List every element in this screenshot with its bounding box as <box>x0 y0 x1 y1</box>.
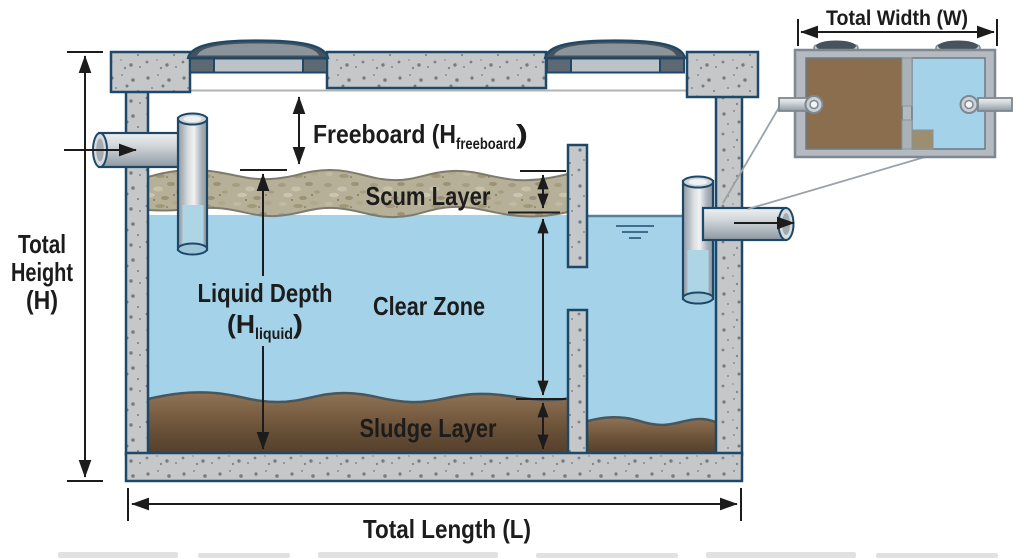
inset-outlet-sump <box>911 129 934 150</box>
outlet-pipe-assembly <box>681 175 795 305</box>
inset-outlet-pipe <box>977 97 1013 112</box>
top-slab-middle <box>325 50 548 90</box>
riser-block-1a <box>189 57 215 74</box>
access-lid-2 <box>543 39 687 74</box>
inlet-pipe-assembly <box>92 112 209 256</box>
inset-divider-upper <box>901 57 913 107</box>
right-wall <box>714 58 744 457</box>
inlet-tee-bottom-opening <box>177 242 208 256</box>
sludge-layer-chamber-2 <box>587 415 717 453</box>
inset-connector-line-2 <box>747 154 933 210</box>
label-total-height-line1: Total <box>18 229 66 259</box>
riser-block-1b <box>302 57 328 74</box>
top-slab-right <box>685 50 760 99</box>
label-sludge-layer: Sludge Layer <box>360 413 497 443</box>
labels: Total Height (H) Freeboard (Hfreeboard) … <box>11 7 968 544</box>
divider-baffle-upper <box>566 143 589 269</box>
bottom-slab <box>124 451 744 483</box>
riser-bar-1 <box>213 57 304 74</box>
inset-inlet-bore <box>809 99 819 110</box>
sludge-layer-chamber-1 <box>147 391 569 453</box>
cropped-caption-strip <box>58 552 998 558</box>
inset-inlet-pipe <box>778 97 808 112</box>
label-liquid-depth-sub: liquid <box>255 326 293 343</box>
divider-baffle-lower <box>566 308 589 457</box>
top-slab-left <box>109 50 192 94</box>
inset-divider-lower <box>901 119 913 150</box>
label-liquid-depth-pre: (H <box>227 309 255 339</box>
inset-connector-line-1 <box>722 103 782 204</box>
label-clear-zone: Clear Zone <box>373 291 485 321</box>
label-liquid-depth-line2: (Hliquid) <box>227 309 303 343</box>
dim-total-length <box>127 488 742 521</box>
dim-total-height <box>67 51 103 482</box>
outlet-tee-bottom-opening <box>682 291 714 305</box>
label-liquid-depth-line1: Liquid Depth <box>198 278 333 308</box>
label-total-height-line3: (H) <box>26 285 58 315</box>
inlet-tee-water <box>182 205 204 247</box>
waterline-symbol <box>616 225 654 239</box>
top-view-inset <box>778 19 1013 159</box>
riser-block-2a <box>546 57 572 74</box>
outlet-tee-water <box>687 250 709 295</box>
dim-liquid-depth <box>240 169 287 450</box>
lid-dome-1-top <box>197 43 319 56</box>
label-total-length: Total Length (L) <box>363 514 531 544</box>
lid-dome-2-top <box>554 43 676 56</box>
dim-total-width <box>797 19 998 46</box>
label-freeboard: Freeboard (Hfreeboard) <box>313 119 528 153</box>
outlet-tee-top-bore <box>688 179 708 185</box>
dim-clear-zone-depth <box>508 211 560 396</box>
label-liquid-depth-post: ) <box>293 309 303 339</box>
label-freeboard-sub: freeboard <box>456 136 516 153</box>
left-wall <box>124 58 150 457</box>
inlet-tee-top-bore <box>183 116 202 122</box>
label-scum-layer: Scum Layer <box>366 181 491 211</box>
dim-scum-thickness <box>520 170 566 209</box>
riser-block-2b <box>659 57 685 74</box>
label-total-width: Total Width (W) <box>826 7 968 30</box>
label-freeboard-pre: Freeboard (H <box>313 119 456 149</box>
inset-outlet-bore <box>964 99 974 110</box>
riser-bar-2 <box>570 57 661 74</box>
label-freeboard-post: ) <box>516 119 528 149</box>
label-total-height-line2: Height <box>11 257 73 287</box>
access-lid-1 <box>186 39 330 74</box>
dim-sludge-thickness <box>516 398 566 450</box>
